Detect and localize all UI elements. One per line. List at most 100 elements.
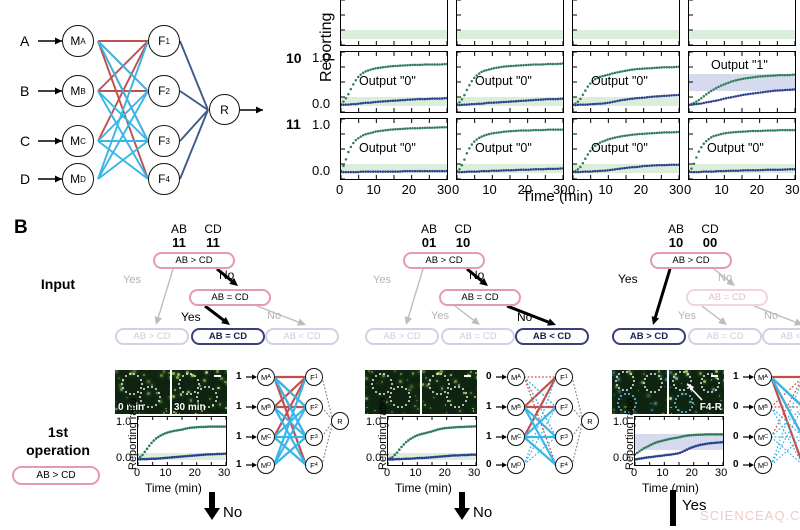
micrograph-dot: [463, 392, 465, 394]
micrograph-ring-dot: [681, 410, 683, 413]
micrograph-ring-dot: [190, 373, 193, 376]
micrograph-dot: [191, 374, 195, 378]
micrograph-ring-dot: [390, 400, 392, 403]
tree-label-second-yes: Yes: [678, 310, 696, 322]
threshold-band-green: [341, 29, 447, 39]
micrograph-ring-dot: [137, 375, 140, 378]
micrograph-dot: [618, 389, 622, 393]
micrograph-ring-dot: [194, 375, 197, 378]
micrograph-time-label-before: 0 min: [118, 402, 145, 413]
micrograph-ring-dot: [372, 378, 374, 381]
micrograph-dot: [433, 396, 435, 399]
micrograph-dot: [613, 413, 616, 414]
chart-panel: Output "0": [456, 118, 564, 180]
micrograph-ring-dot: [462, 388, 465, 391]
micrograph-dot: [448, 400, 451, 402]
micrograph-ring-dot: [401, 405, 404, 408]
chart-panel: [456, 0, 564, 46]
micrograph-dot: [710, 379, 713, 381]
chart-plot-area: [573, 119, 679, 179]
mini-input-bit: 1: [486, 431, 492, 442]
micrograph-ring-dot: [654, 390, 656, 393]
micrograph-dot: [365, 386, 367, 389]
input-label-d: D: [20, 171, 31, 187]
micrograph-before: [612, 370, 667, 414]
operation-label-line2: operation: [26, 441, 90, 458]
micrograph-ring-dot: [405, 388, 408, 391]
micrograph-ring-dot: [703, 375, 706, 377]
micrograph-ring-dot: [447, 378, 449, 381]
chart-row-label-11: 11: [286, 116, 301, 132]
micrograph-ring-dot: [618, 387, 621, 389]
micrograph-dot: [627, 370, 631, 373]
micrograph-dot: [404, 412, 406, 414]
micrograph-dot: [612, 408, 616, 412]
micrograph-ring-dot: [629, 387, 632, 389]
micrograph-dot: [416, 399, 418, 401]
micrograph-ring-dot: [178, 383, 180, 385]
tree-label-root-no: No: [219, 268, 235, 282]
micrograph-after: 30 min: [172, 370, 227, 414]
micrograph-ring-dot: [686, 387, 689, 389]
mini-threshold-band-green: [388, 452, 476, 461]
micrograph-ring-dot: [435, 373, 438, 376]
micrograph-dot: [633, 411, 636, 414]
micrograph-ring-dot: [691, 405, 694, 408]
chart-plot-area: [689, 52, 795, 112]
chart-output-annotation: Output "0": [475, 141, 532, 155]
micrograph-dot: [469, 370, 473, 374]
micrograph-ring-dot: [444, 375, 447, 378]
micrograph-ring-dot: [453, 386, 456, 389]
micrograph-dot: [632, 378, 634, 380]
tree-label-second-no: No: [517, 310, 533, 324]
micrograph-ring-dot: [633, 380, 635, 382]
tree-node-root: AB > CD: [650, 252, 732, 269]
micrograph-dot: [670, 406, 672, 409]
micrograph-dot: [665, 377, 667, 381]
chart-output-annotation: Output "0": [359, 141, 416, 155]
micrograph-dot: [459, 410, 461, 412]
micrograph-dot: [411, 372, 415, 375]
micrograph-dot: [657, 370, 661, 373]
micrograph-ring-dot: [458, 405, 461, 408]
micrograph-ring-dot: [615, 376, 618, 379]
micrograph-ring-dot: [371, 383, 373, 385]
micrograph-dot: [195, 412, 197, 414]
micrograph-dot: [407, 388, 411, 392]
micrograph-ring-dot: [707, 390, 709, 393]
micrograph-ring-dot: [141, 383, 143, 385]
micrograph-dot: [194, 413, 196, 414]
micrograph-dot: [200, 409, 203, 412]
decision-tree-edges: [651, 268, 800, 326]
micrograph-ring-dot: [429, 387, 431, 390]
micrograph-dot: [382, 374, 385, 377]
chart-panel: [340, 0, 448, 46]
micrograph-ring-dot: [717, 378, 720, 381]
chart-plot-area: [689, 119, 795, 179]
micrograph-dot: [646, 393, 650, 397]
micrograph-dot: [385, 401, 388, 404]
chart-xtick-label: 0: [568, 182, 576, 197]
micrograph-dot: [670, 412, 673, 414]
tree-label-second-yes: Yes: [431, 310, 449, 322]
micrograph-ring-dot: [431, 375, 434, 378]
micrograph-dot: [624, 405, 627, 409]
micrograph-ring-dot: [632, 383, 635, 386]
micrograph-ring-dot: [159, 396, 161, 398]
micrograph-dot: [424, 376, 427, 379]
operation-label-line1: 1st: [47, 424, 69, 440]
tree-arrow-root-no: [466, 267, 488, 286]
chart-panel: Output "0": [572, 51, 680, 113]
micrograph-ring-dot: [408, 391, 410, 394]
micrograph-dot: [669, 371, 672, 375]
chart-xtick-label: 10: [714, 182, 729, 197]
micrograph-ring-dot: [392, 388, 395, 391]
micrograph-ring-dot: [142, 388, 145, 391]
micrograph-dot: [115, 407, 118, 411]
column-header-ab: AB: [420, 222, 437, 236]
